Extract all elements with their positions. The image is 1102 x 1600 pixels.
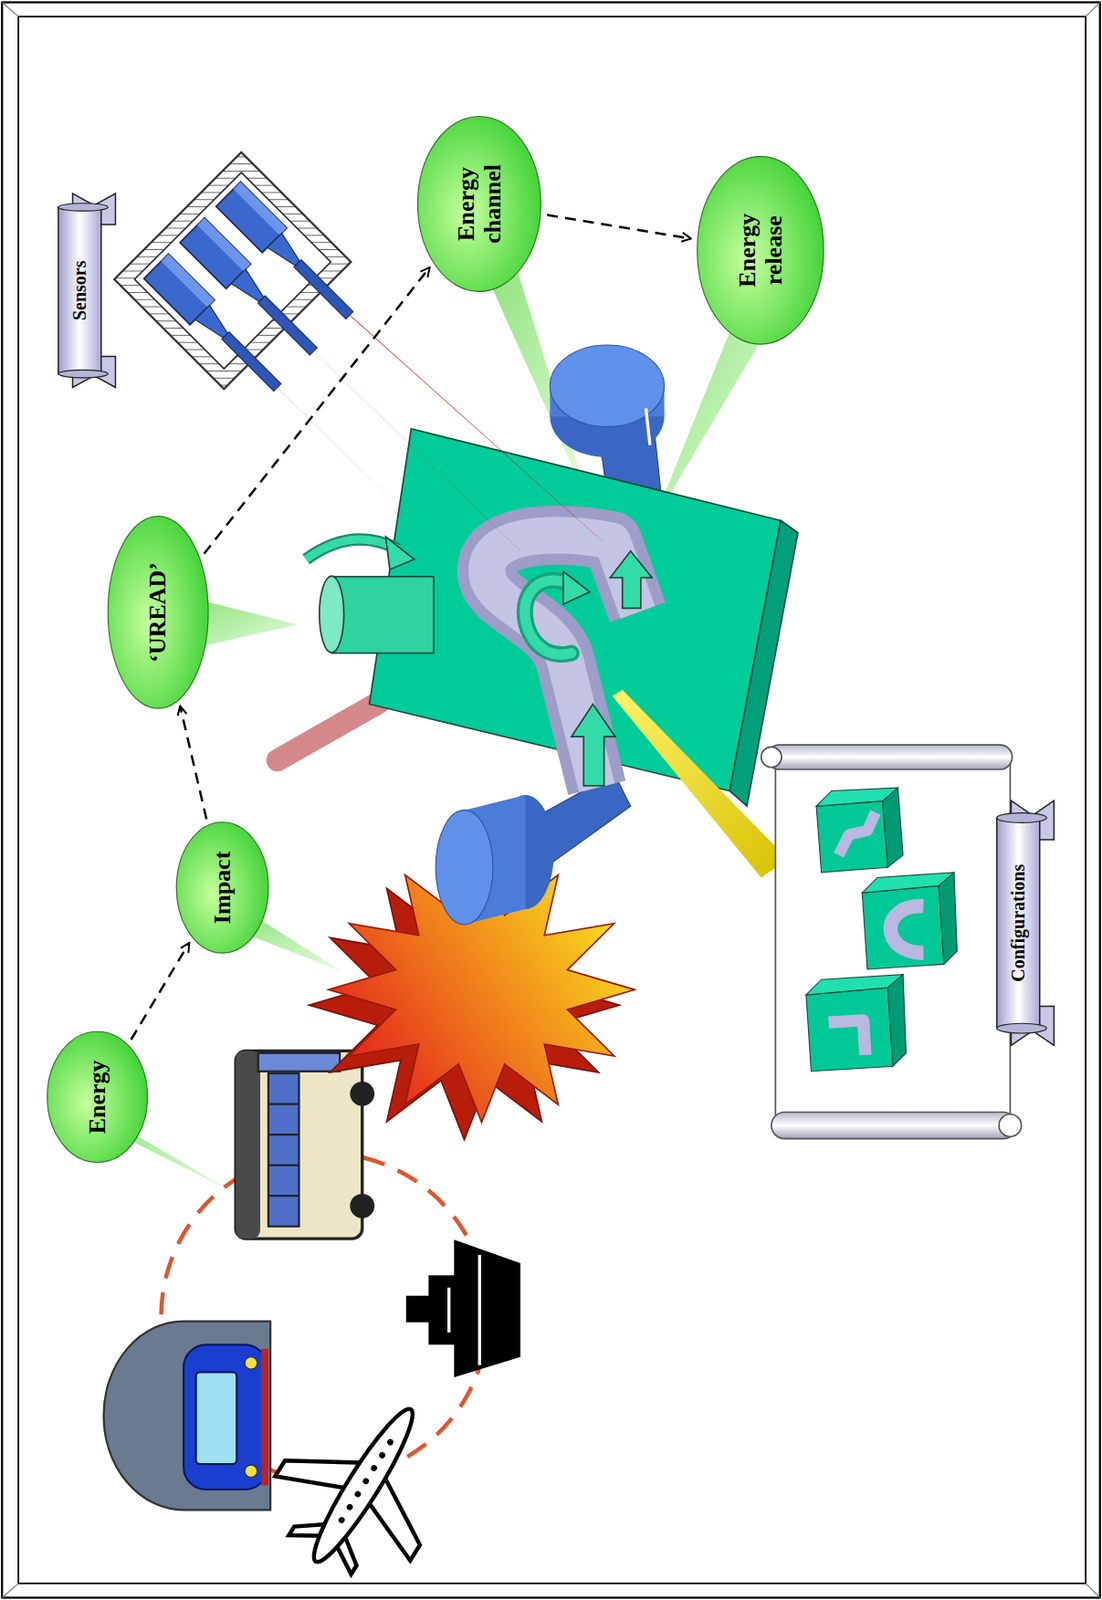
- dashed-arrow: [179, 705, 207, 819]
- banner-curl: [58, 370, 108, 378]
- sensor-beams: [271, 309, 604, 595]
- banner-curl: [997, 813, 1047, 824]
- callout-bubble: Energy release: [695, 155, 824, 346]
- banner-body: [58, 207, 102, 375]
- callout-bubble: Energy: [45, 1030, 148, 1164]
- support-bottom: [435, 773, 630, 924]
- bubble-fill: [418, 116, 542, 293]
- dashed-arrow: [131, 943, 190, 1040]
- callout-bubble: Energy channel: [417, 115, 543, 294]
- configurations-scroll: [761, 745, 1022, 1139]
- bubble-fill: [176, 822, 269, 954]
- ship-icon: [406, 1239, 521, 1378]
- bubble-text: Energy: [83, 1060, 111, 1134]
- airplane-icon: [248, 1367, 479, 1600]
- banner-label: Configurations: [997, 800, 1055, 1046]
- bubble-fill: [696, 156, 823, 345]
- bubble-fill: [107, 515, 209, 708]
- input-cylinder: [305, 536, 434, 653]
- banner-label: Sensors: [58, 193, 116, 388]
- banner-curl: [58, 203, 108, 211]
- leader-beam: [612, 690, 788, 879]
- banner-body: [997, 818, 1040, 1029]
- callout-bubble: Impact: [175, 821, 270, 955]
- config-cube: [806, 975, 907, 1072]
- bubble-text: Configurations: [1007, 864, 1029, 983]
- bubble-text: Energy channel: [452, 150, 506, 259]
- bus-icon: [235, 1050, 375, 1239]
- bubble-text: ‘UREAD’: [145, 562, 172, 663]
- sensor-array: [114, 152, 378, 416]
- banner-curl: [997, 1023, 1047, 1034]
- dashed-arrow: [203, 267, 430, 555]
- config-cube: [861, 872, 957, 970]
- callout-bubble: ‘UREAD’: [106, 514, 210, 709]
- dashed-arrow: [546, 215, 692, 240]
- config-cube: [816, 787, 903, 873]
- bubble-text: Sensors: [69, 261, 90, 322]
- pink-rod: [277, 702, 380, 761]
- bubble-fill: [46, 1031, 147, 1163]
- train-icon: [104, 1322, 272, 1512]
- bubble-text: Impact: [209, 851, 236, 924]
- bubble-text: Energy release: [733, 191, 787, 309]
